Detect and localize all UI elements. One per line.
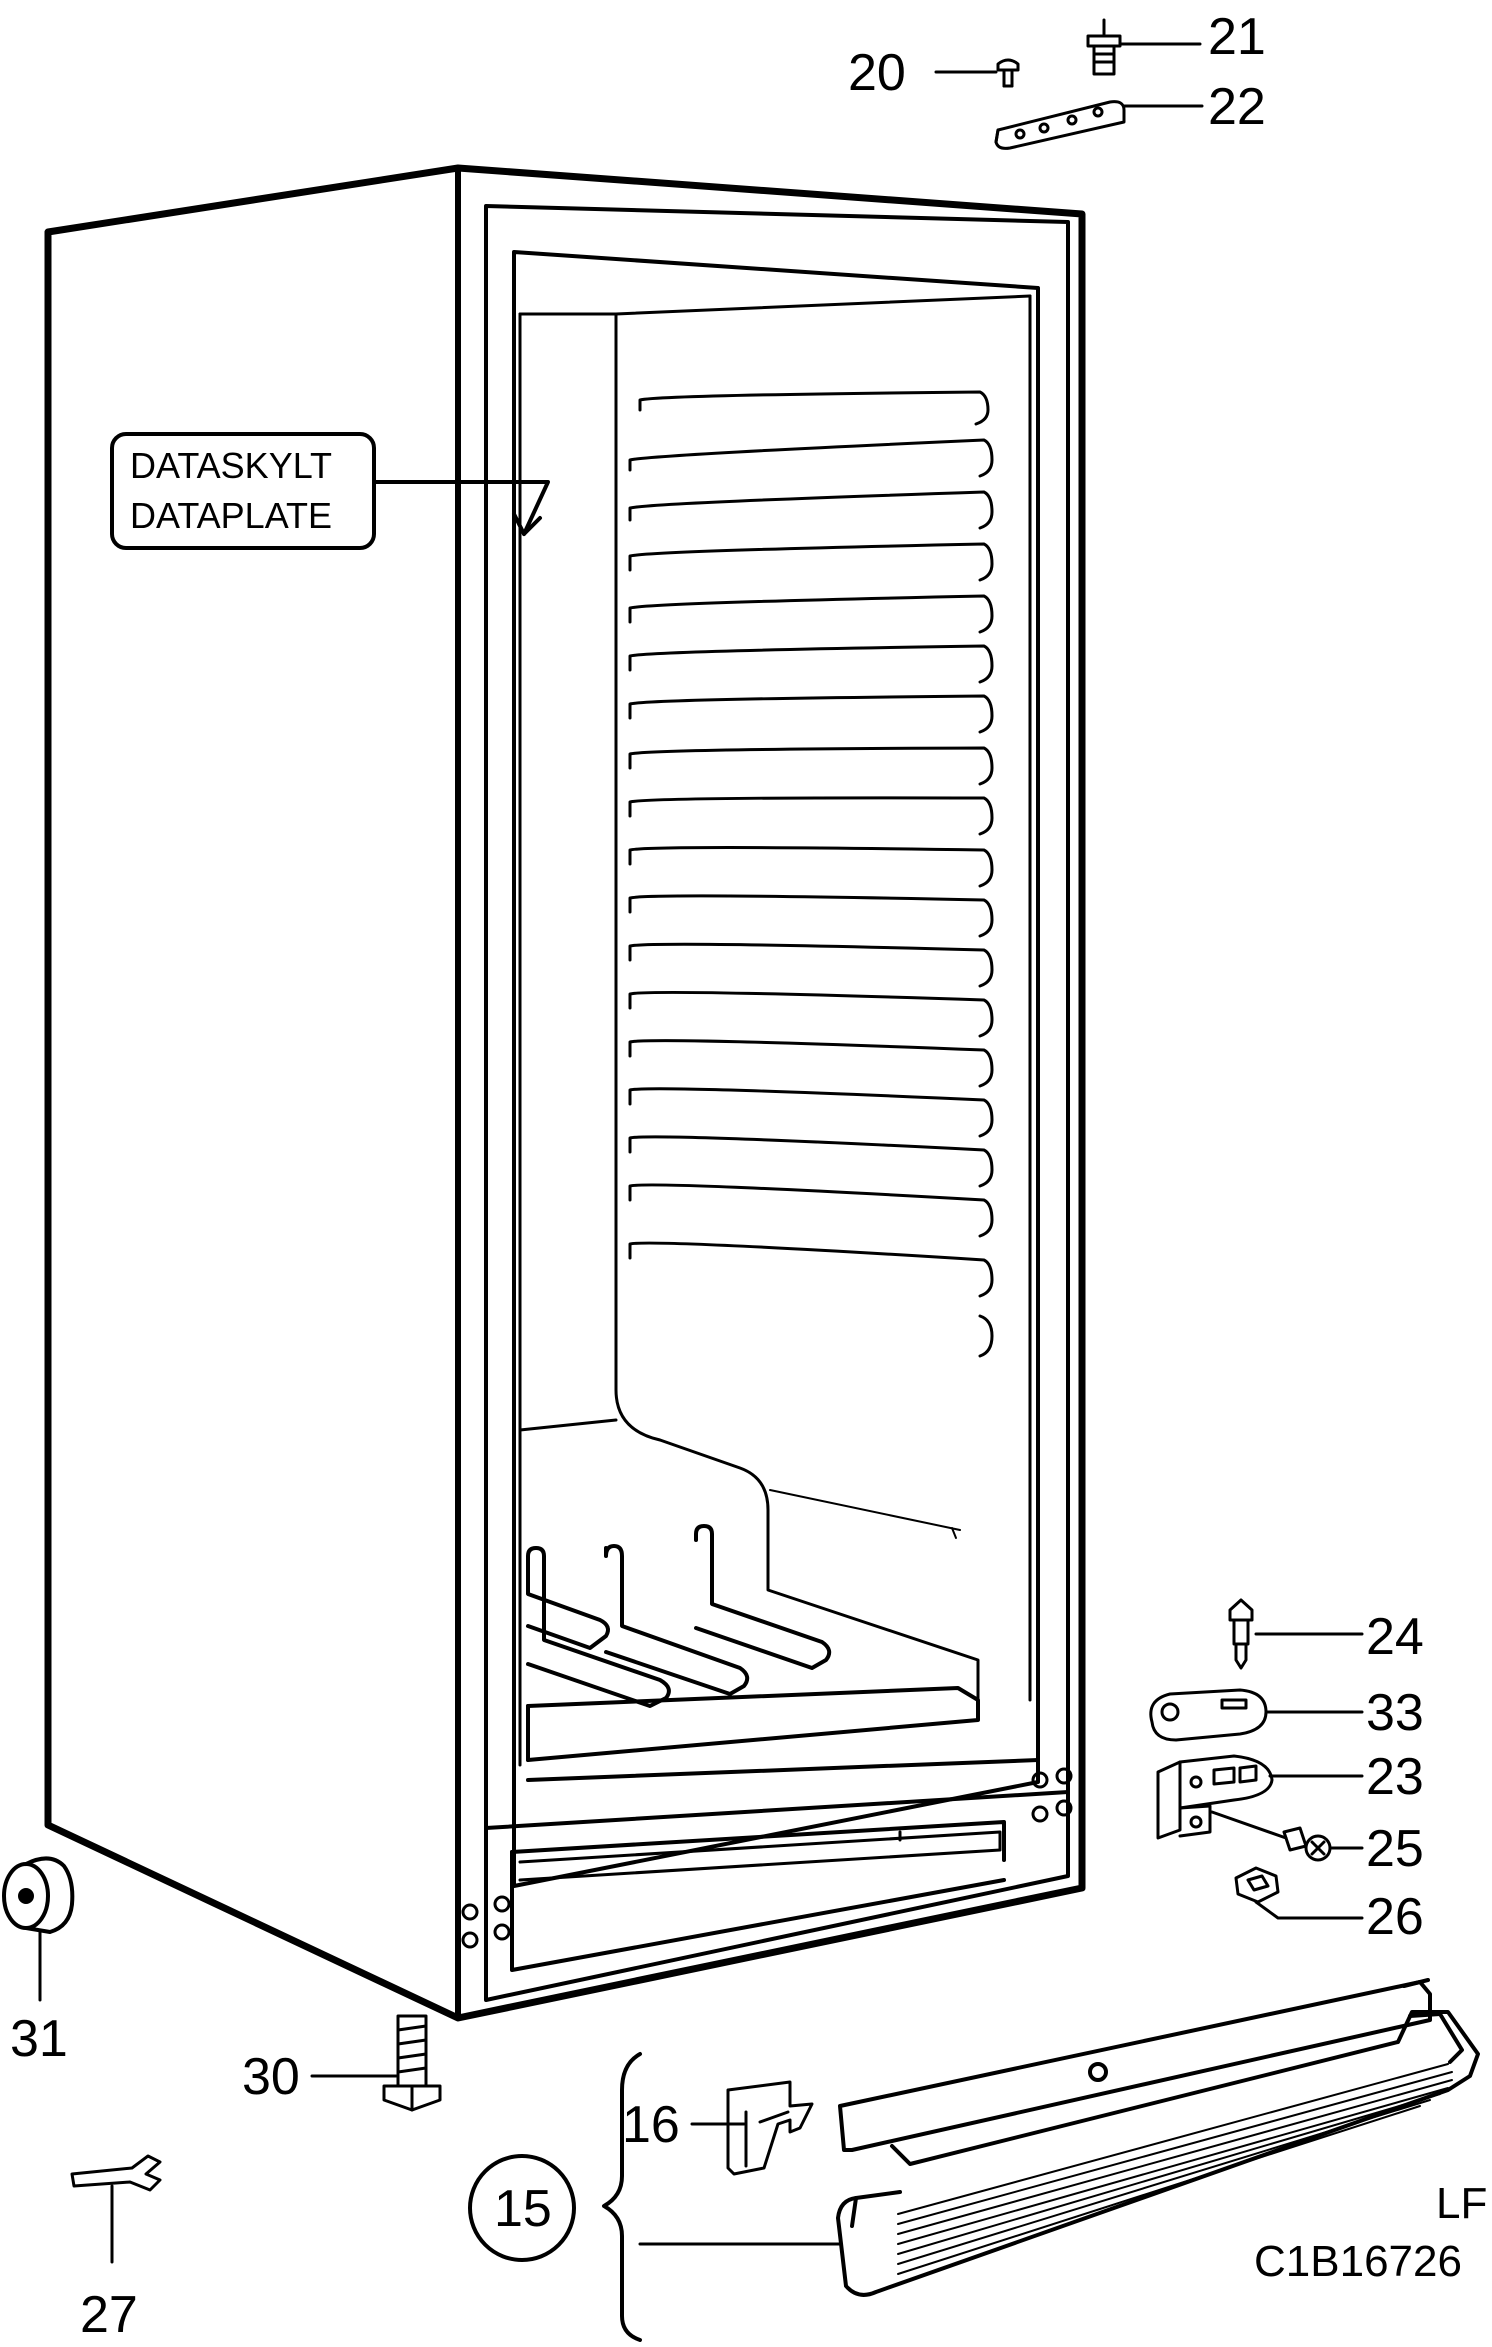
frame-holes <box>461 1767 1073 1949</box>
floor-rack <box>526 1524 1040 1782</box>
part-33-hinge-plate <box>1149 1688 1268 1742</box>
liner-side-mark <box>951 1527 957 1539</box>
part-21-hinge-pin <box>1086 18 1122 76</box>
data-plate-callout: DATASKYLT DATAPLATE <box>110 432 550 550</box>
cabinet <box>44 164 1086 2022</box>
callout-26: 26 <box>1366 1888 1424 1946</box>
callout-24: 24 <box>1366 1608 1424 1666</box>
shelf-rails <box>628 390 994 1358</box>
data-plate-label-en: DATAPLATE <box>130 495 332 536</box>
part-26-nut <box>1234 1866 1280 1904</box>
front-frame <box>484 204 1070 2002</box>
part-20-screw <box>996 58 1020 88</box>
part-22-hinge-bracket <box>994 100 1126 150</box>
part-15-door-shelf <box>836 1978 1480 2297</box>
callout-22: 22 <box>1208 78 1266 136</box>
callout-15-circle <box>468 2154 576 2262</box>
callout-31: 31 <box>10 2010 68 2068</box>
part-24-hinge-pin <box>1228 1598 1254 1670</box>
door-opening <box>512 250 1040 1888</box>
part-25-screw <box>1210 1810 1332 1862</box>
callout-15: 15 <box>494 2180 552 2238</box>
callout-23: 23 <box>1366 1748 1424 1806</box>
liner-floor-edge <box>518 1418 618 1432</box>
callout-25: 25 <box>1366 1820 1424 1878</box>
part-30-adjustable-foot <box>382 2014 442 2112</box>
lower-compartment <box>484 1790 1070 1972</box>
callout-20: 20 <box>848 44 906 102</box>
leader-26 <box>1254 1900 1364 1920</box>
callout-21: 21 <box>1208 8 1266 66</box>
data-plate-box <box>110 432 376 550</box>
part-16-clip <box>726 2080 814 2176</box>
bracket-15 <box>602 2052 642 2342</box>
part-31-foot <box>2 1856 75 1934</box>
liner-back-wall <box>614 312 980 1702</box>
liner-opening <box>518 294 1032 316</box>
data-plate-arrowhead <box>512 512 542 536</box>
side-code: LF <box>1436 2179 1487 2228</box>
callout-27: 27 <box>80 2286 138 2342</box>
data-plate-label-sv: DATASKYLT <box>130 445 332 486</box>
liner-side-wall <box>769 1489 961 1531</box>
callout-16: 16 <box>622 2096 680 2154</box>
data-plate-leader <box>372 480 550 536</box>
drawing-number: C1B16726 <box>1254 2237 1462 2286</box>
callout-33: 33 <box>1366 1684 1424 1742</box>
part-23-hinge-bracket <box>1156 1754 1274 1840</box>
callout-30: 30 <box>242 2048 300 2106</box>
part-27-key <box>70 2154 162 2192</box>
